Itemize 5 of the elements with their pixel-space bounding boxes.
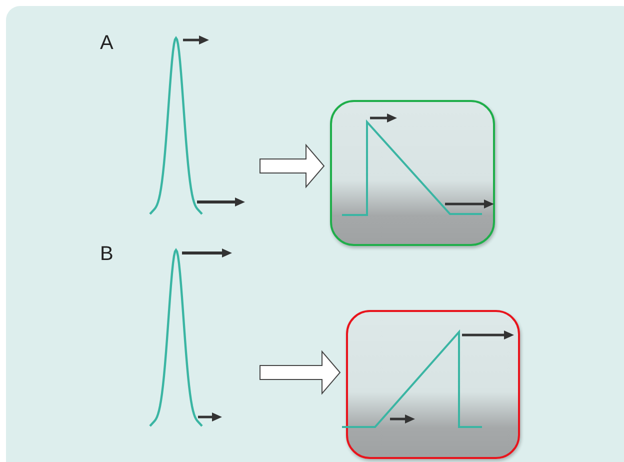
waveform-panel bbox=[330, 100, 495, 246]
panel-letter: A bbox=[100, 32, 114, 55]
hollow-arrow bbox=[260, 144, 325, 188]
hollow-arrow bbox=[260, 350, 341, 395]
panel-letter: B bbox=[100, 243, 114, 266]
